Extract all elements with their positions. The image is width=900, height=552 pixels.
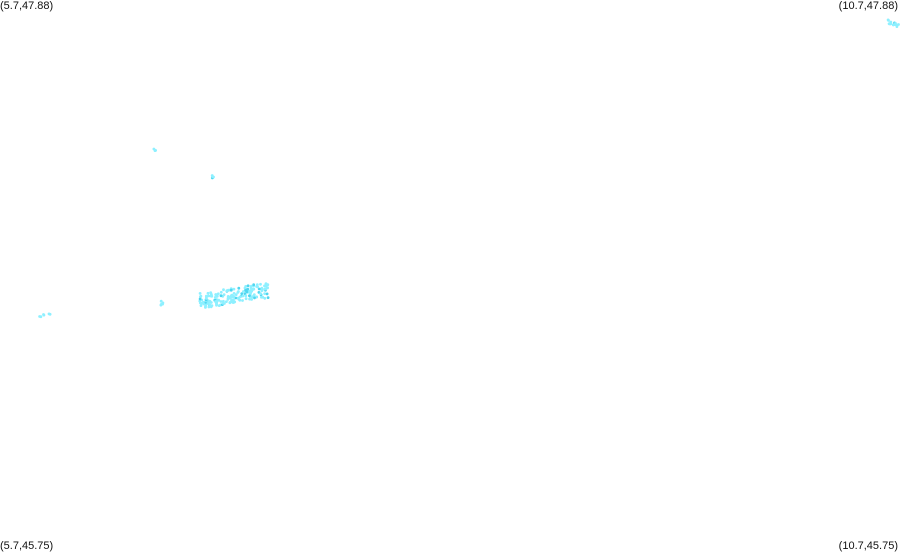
map-point [263, 296, 267, 300]
map-point [257, 287, 261, 291]
map-point [246, 284, 250, 288]
map-point [241, 294, 245, 298]
map-point [221, 301, 225, 305]
map-point [255, 295, 258, 299]
points-layer [38, 18, 900, 319]
map-point [217, 304, 221, 307]
map-point [265, 292, 269, 296]
map-point [161, 302, 165, 306]
map-point [199, 304, 203, 307]
map-point [230, 298, 234, 302]
map-point [244, 294, 248, 298]
map-point [209, 301, 213, 304]
map-point [266, 296, 270, 299]
cluster-west [38, 312, 52, 319]
map-point [886, 18, 890, 22]
map-point [893, 23, 897, 26]
cluster-main [198, 282, 270, 309]
map-point [261, 295, 265, 299]
map-point [216, 292, 220, 296]
map-point [211, 175, 214, 178]
map-point [255, 283, 259, 287]
map-point [234, 296, 238, 300]
map-point [225, 289, 229, 293]
map-point [249, 285, 253, 288]
map-point [234, 293, 238, 296]
map-point [237, 286, 241, 290]
map-point [232, 292, 236, 295]
map-point [241, 299, 244, 302]
map-point [219, 294, 223, 298]
map-point [210, 294, 214, 298]
map-point [210, 304, 214, 307]
map-point [38, 315, 41, 318]
map-point [232, 287, 236, 291]
map-point [256, 285, 259, 289]
cluster-small-1 [152, 147, 158, 153]
map-point [252, 287, 256, 291]
map-point [230, 293, 234, 297]
map-point [159, 299, 163, 303]
map-point [222, 288, 225, 292]
map-point [240, 292, 244, 295]
map-point [204, 294, 208, 298]
cluster-northeast [886, 18, 900, 28]
map-point [237, 290, 240, 293]
map-point [231, 301, 235, 304]
map-point [207, 294, 210, 298]
map-point [153, 149, 157, 153]
corner-label-bottom-right: (10.7,45.75) [838, 540, 898, 552]
map-point [207, 305, 211, 309]
map-point [206, 291, 210, 295]
map-point [225, 300, 228, 303]
cluster-small-2 [210, 174, 215, 180]
map-point [244, 285, 248, 288]
corner-label-top-right: (10.7,47.88) [838, 0, 898, 12]
map-point [198, 297, 202, 301]
map-point [252, 283, 256, 287]
map-point [219, 300, 223, 303]
map-point [236, 296, 240, 300]
map-point [48, 312, 52, 316]
map-point [42, 313, 45, 316]
map-point [222, 293, 226, 296]
cluster-small-3 [159, 299, 165, 307]
map-point [888, 22, 892, 26]
map-point [897, 23, 900, 26]
map-point [253, 296, 256, 300]
map-point [250, 298, 254, 301]
map-point [264, 282, 268, 286]
map-point [198, 292, 202, 295]
map-point [229, 288, 233, 292]
map-point [199, 294, 203, 298]
map-point [252, 294, 256, 298]
map-point [260, 286, 264, 290]
corner-label-top-left: (5.7,47.88) [0, 0, 54, 12]
map-point [198, 299, 202, 303]
map-point [242, 290, 245, 293]
map-point [248, 294, 251, 298]
map-point [263, 292, 267, 295]
map-point [226, 296, 230, 300]
map-point [214, 293, 218, 297]
corner-label-bottom-left: (5.7,45.75) [0, 540, 54, 552]
map-point [260, 289, 264, 292]
map-point [263, 287, 267, 291]
map-point [259, 282, 262, 286]
map-point [259, 292, 262, 295]
map-point [245, 290, 249, 294]
map-point [213, 296, 217, 299]
map-point [219, 290, 223, 294]
map-point [215, 299, 219, 303]
map-point [215, 302, 218, 305]
map-point [250, 289, 254, 293]
map-point [202, 302, 206, 306]
map-point [246, 287, 250, 291]
map-point [244, 297, 248, 301]
